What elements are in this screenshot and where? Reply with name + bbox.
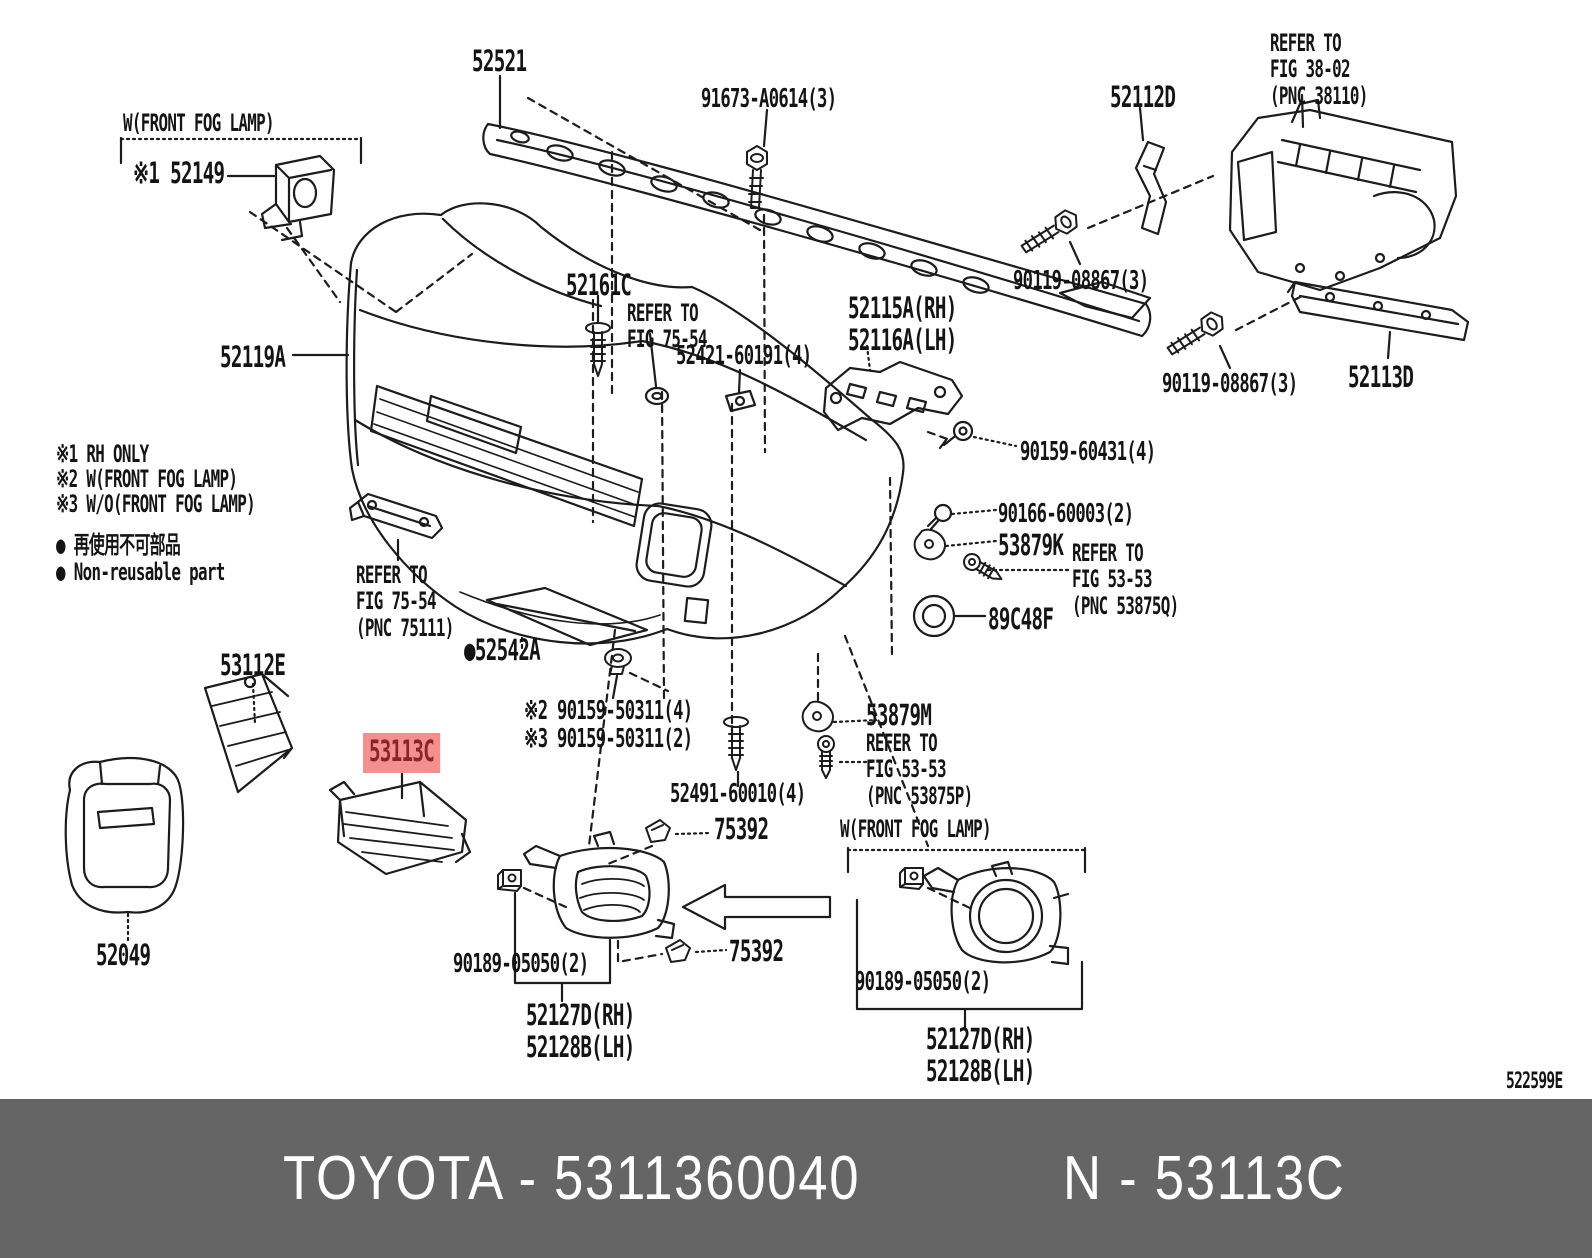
part-52127-lh-drawing	[522, 830, 676, 940]
part-label-90159-60431[interactable]: 90159-60431(4)	[1020, 437, 1156, 467]
part-label-52491-60010[interactable]: 52491-60010(4)	[670, 779, 806, 809]
part-52115A-drawing	[822, 360, 964, 432]
part-label-52521[interactable]: 52521	[472, 44, 527, 78]
part-label-53879M[interactable]: 53879M	[866, 698, 932, 732]
part-label-90159-50311-2[interactable]: ※3 90159-50311(2)	[524, 724, 693, 754]
part-label-75392-2[interactable]: 75392	[729, 934, 784, 968]
part-label-52149[interactable]: ※1 52149	[133, 156, 225, 190]
footer-part-code: N - 53113C	[1063, 1144, 1346, 1213]
part-label-53112E[interactable]: 53112E	[220, 648, 286, 682]
note-non-reusable-en: ● Non-reusable part	[56, 558, 225, 586]
part-label-52161C[interactable]: 52161C	[566, 268, 632, 302]
part-label-90119-08867-1[interactable]: 90119-08867(3)	[1013, 266, 1149, 296]
part-53113C-drawing	[328, 780, 472, 876]
footer-part-number: TOYOTA - 5311360040	[283, 1144, 861, 1213]
fog-lamp-section-header-left: W(FRONT FOG LAMP)	[123, 109, 275, 137]
part-label-53879K[interactable]: 53879K	[998, 528, 1064, 562]
part-label-52127D-52128B-1[interactable]: 52127D(RH) 52128B(LH)	[526, 998, 635, 1064]
refer-fig-75-54-pnc-75111: REFER TO FIG 75-54 (PNC 75111)	[356, 561, 454, 642]
part-label-52127D-52128B-2[interactable]: 52127D(RH) 52128B(LH)	[926, 1022, 1035, 1088]
fog-lamp-section-header-right: W(FRONT FOG LAMP)	[840, 815, 992, 843]
part-label-52119A[interactable]: 52119A	[220, 340, 286, 374]
part-52127-rh-drawing	[922, 860, 1070, 966]
note-rh-only: ※1 RH ONLY	[56, 440, 149, 468]
note-wo-front-fog-lamp: ※3 W/O(FRONT FOG LAMP)	[56, 490, 256, 518]
part-52113D-drawing	[1286, 280, 1470, 342]
part-label-90159-50311-4[interactable]: ※2 90159-50311(4)	[524, 696, 693, 726]
direction-arrow	[681, 883, 832, 931]
part-label-90166-60003[interactable]: 90166-60003(2)	[998, 499, 1134, 529]
refer-fig-75-54-top: REFER TO FIG 75-54	[627, 299, 708, 354]
part-75111-drawing	[348, 492, 444, 540]
refer-fig-53-53-p: REFER TO FIG 53-53 (PNC 53875P)	[866, 729, 973, 810]
note-non-reusable-jp: ● 再使用不可部品	[56, 531, 181, 559]
note-w-front-fog-lamp: ※2 W(FRONT FOG LAMP)	[56, 465, 238, 493]
part-label-90189-05050-2[interactable]: 90189-05050(2)	[855, 967, 991, 997]
part-52112D-drawing	[1134, 140, 1168, 236]
figure-code: 522599E	[1506, 1069, 1563, 1094]
part-53112E-drawing	[203, 672, 294, 794]
part-52521-drawing	[482, 122, 1152, 338]
part-label-52542A[interactable]: ●52542A	[464, 633, 541, 667]
footer-bar: TOYOTA - 5311360040 N - 53113C	[0, 1099, 1592, 1258]
refer-fig-53-53-q: REFER TO FIG 53-53 (PNC 53875Q)	[1072, 539, 1179, 620]
part-label-52421-60191[interactable]: 52421-60191(4)	[676, 341, 812, 371]
part-label-90119-08867-2[interactable]: 90119-08867(3)	[1162, 369, 1298, 399]
part-label-52113D[interactable]: 52113D	[1348, 360, 1414, 394]
part-52049-drawing	[64, 756, 185, 914]
part-label-90189-05050-1[interactable]: 90189-05050(2)	[453, 949, 589, 979]
radiator-support-drawing	[1228, 98, 1458, 292]
refer-fig-38-02: REFER TO FIG 38-02 (PNC 38110)	[1270, 29, 1368, 110]
part-label-91673-A0614[interactable]: 91673-A0614(3)	[701, 84, 837, 114]
part-label-52049[interactable]: 52049	[96, 938, 151, 972]
part-label-52115A-52116A[interactable]: 52115A(RH) 52116A(LH)	[848, 291, 957, 357]
part-label-89C48F[interactable]: 89C48F	[988, 602, 1054, 636]
part-label-53113C-highlighted[interactable]: 53113C	[363, 733, 441, 773]
part-label-75392-1[interactable]: 75392	[714, 812, 769, 846]
part-label-52112D[interactable]: 52112D	[1110, 80, 1176, 114]
